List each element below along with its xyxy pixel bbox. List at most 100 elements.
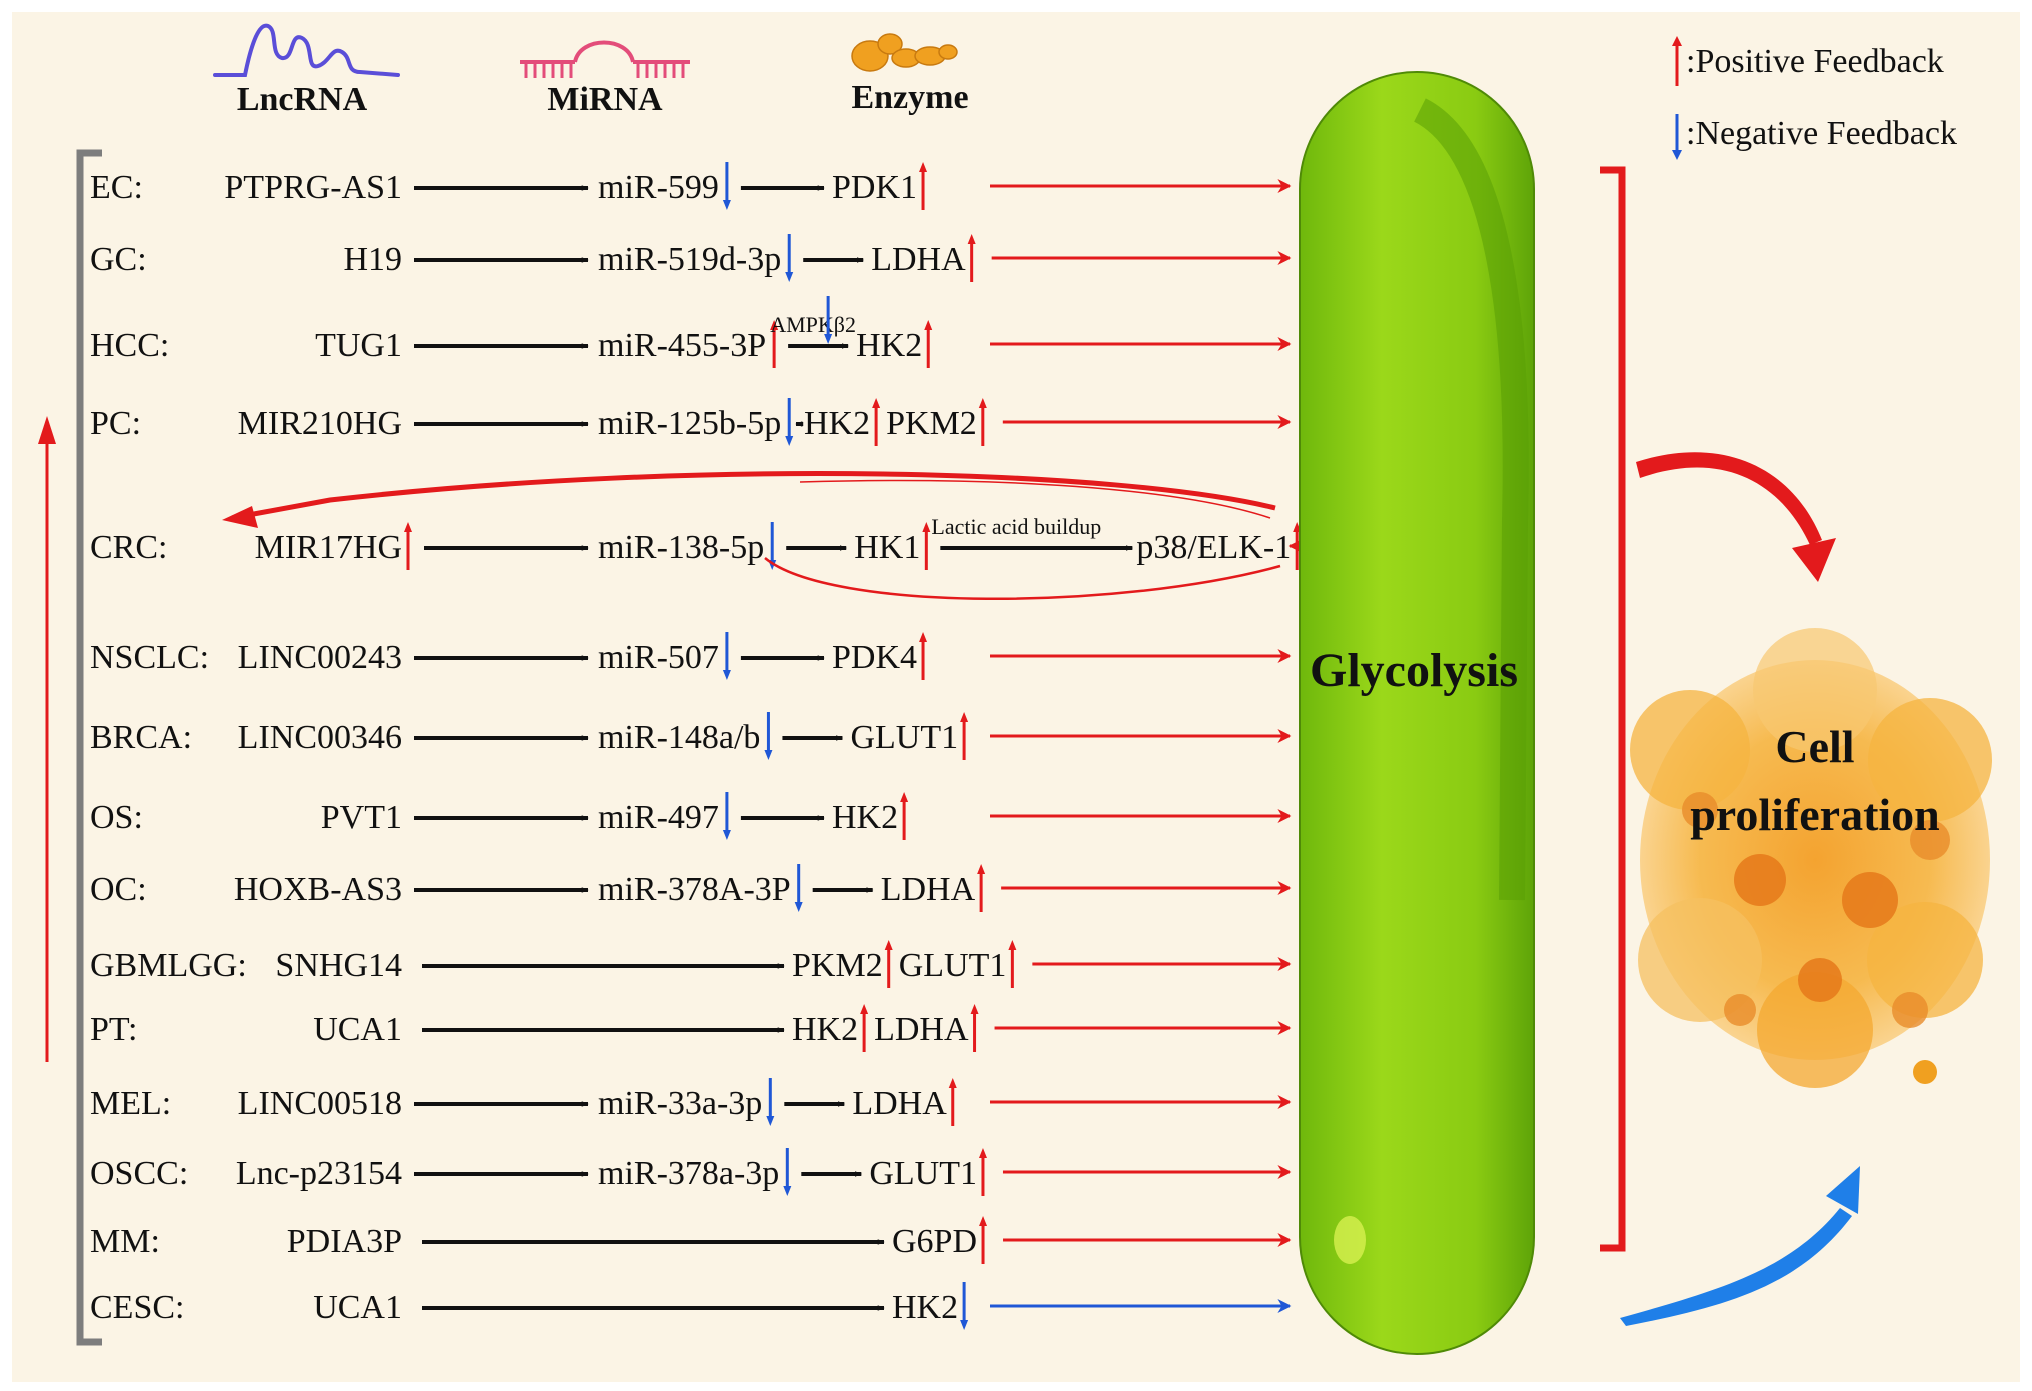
row-enzyme: LDHA <box>852 1085 947 1122</box>
row-mirna-feedback-arrow <box>783 1148 792 1196</box>
row-mirna: miR-497 <box>598 799 719 836</box>
row-mirna-feedback-arrow <box>770 320 779 368</box>
row-disease: CRC: <box>90 529 167 566</box>
row-disease: MEL: <box>90 1085 171 1122</box>
row-mediator: Lactic acid buildup <box>931 514 1101 539</box>
row-mirna-feedback-arrow <box>722 792 731 840</box>
row-enzyme-feedback-arrow <box>970 1004 979 1052</box>
row-lncrna: PTPRG-AS1 <box>224 169 402 206</box>
row-enzyme-feedback-arrow <box>922 522 931 570</box>
row-mirna: miR-599 <box>598 169 719 206</box>
legend: :Positive Feedback :Negative Feedback <box>1672 36 1957 160</box>
row-mirna-feedback-arrow <box>766 1078 775 1126</box>
row-mirna: miR-138-5p <box>598 529 764 566</box>
row-enzyme-feedback-arrow <box>919 632 928 680</box>
row-enzyme: LDHA <box>874 1011 969 1048</box>
cell-proliferation-cluster: Cell proliferation <box>1630 628 1992 1088</box>
row-mediator-feedback-arrow <box>824 296 833 344</box>
row-mirna: miR-507 <box>598 639 719 676</box>
row-lncrna: HOXB-AS3 <box>234 871 402 908</box>
row-enzyme: HK2 <box>792 1011 858 1048</box>
mirna-icon <box>520 40 690 78</box>
row-disease: MM: <box>90 1223 160 1260</box>
crc-feedback-loop <box>222 471 1281 600</box>
row-disease: HCC: <box>90 327 169 364</box>
glycolysis-label: Glycolysis <box>1310 644 1518 697</box>
row-enzyme: HK2 <box>856 327 922 364</box>
row-mirna: miR-455-3P <box>598 327 766 364</box>
legend-positive-label: :Positive Feedback <box>1686 43 1944 80</box>
row-enzyme-feedback-arrow <box>967 234 976 282</box>
lncrna-icon <box>213 23 400 77</box>
row-enzyme-feedback-arrow <box>860 1004 869 1052</box>
row-enzyme-feedback-arrow <box>960 712 969 760</box>
row-disease: OS: <box>90 799 143 836</box>
row-disease: OSCC: <box>90 1155 188 1192</box>
row-mirna-feedback-arrow <box>764 712 773 760</box>
row-enzyme-feedback-arrow <box>979 1216 988 1264</box>
row-enzyme-feedback-arrow <box>919 162 928 210</box>
row-mirna-feedback-arrow <box>722 162 731 210</box>
row-enzyme: LDHA <box>871 241 966 278</box>
row-disease: NSCLC: <box>90 639 209 676</box>
row-lncrna: SNHG14 <box>275 947 402 984</box>
positive-curved-arrow <box>1636 452 1836 582</box>
enzyme-icon <box>851 33 958 72</box>
row-mirna: miR-378A-3P <box>598 871 791 908</box>
row-disease: OC: <box>90 871 147 908</box>
row-enzyme: G6PD <box>892 1223 977 1260</box>
row-enzyme: HK2 <box>832 799 898 836</box>
row-disease: PC: <box>90 405 141 442</box>
row-lncrna: LINC00243 <box>238 639 402 676</box>
row-enzyme: PDK1 <box>832 169 917 206</box>
row-lncrna: UCA1 <box>313 1289 402 1326</box>
row-enzyme-feedback-arrow <box>872 398 881 446</box>
row-lncrna-feedback-arrow <box>404 522 412 570</box>
row-lncrna: MIR17HG <box>255 529 402 566</box>
crc-loop-upper-thin <box>799 479 1271 519</box>
cell-label-line1: Cell <box>1775 721 1854 772</box>
row-enzyme: HK2 <box>804 405 870 442</box>
row-mirna-feedback-arrow <box>785 234 794 282</box>
row-enzyme-feedback-arrow <box>977 864 986 912</box>
row-mirna-feedback-arrow <box>785 398 794 446</box>
row-disease: GBMLGG: <box>90 947 247 984</box>
row-enzyme: HK2 <box>892 1289 958 1326</box>
row-disease: PT: <box>90 1011 137 1048</box>
row-disease: GC: <box>90 241 147 278</box>
row-enzyme: HK1 <box>854 529 920 566</box>
row-enzyme-feedback-arrow <box>948 1078 957 1126</box>
row-target: p38/ELK-1 <box>1136 529 1291 566</box>
row-lncrna: Lnc-p23154 <box>236 1155 402 1192</box>
row-lncrna: PVT1 <box>321 799 402 836</box>
row-mirna: miR-125b-5p <box>598 405 781 442</box>
row-enzyme-feedback-arrow <box>978 398 987 446</box>
row-enzyme: LDHA <box>881 871 976 908</box>
row-enzyme: GLUT1 <box>899 947 1007 984</box>
crc-loop-upper <box>231 471 1276 521</box>
row-disease: CESC: <box>90 1289 184 1326</box>
row-mirna-feedback-arrow <box>722 632 731 680</box>
glycolysis-capsule: Glycolysis <box>1299 71 1535 1355</box>
row-mirna: miR-519d-3p <box>598 241 781 278</box>
row-lncrna: TUG1 <box>315 327 402 364</box>
row-lncrna: LINC00346 <box>238 719 402 756</box>
negative-curved-arrow <box>1620 1166 1860 1326</box>
row-enzyme-feedback-arrow <box>900 792 909 840</box>
right-bracket <box>1600 166 1626 1252</box>
header-enzyme: Enzyme <box>851 79 968 116</box>
row-lncrna: PDIA3P <box>287 1223 402 1260</box>
row-mirna: miR-33a-3p <box>598 1085 762 1122</box>
row-enzyme-feedback-arrow <box>960 1282 969 1330</box>
row-enzyme: PKM2 <box>886 405 977 442</box>
row-enzyme-feedback-arrow <box>978 1148 987 1196</box>
row-enzyme: PKM2 <box>792 947 883 984</box>
row-enzyme: GLUT1 <box>869 1155 977 1192</box>
row-disease: EC: <box>90 169 143 206</box>
legend-negative-label: :Negative Feedback <box>1686 115 1957 152</box>
cell-label-line2: proliferation <box>1690 789 1940 840</box>
row-mirna: miR-148a/b <box>598 719 760 756</box>
row-enzyme: GLUT1 <box>850 719 958 756</box>
